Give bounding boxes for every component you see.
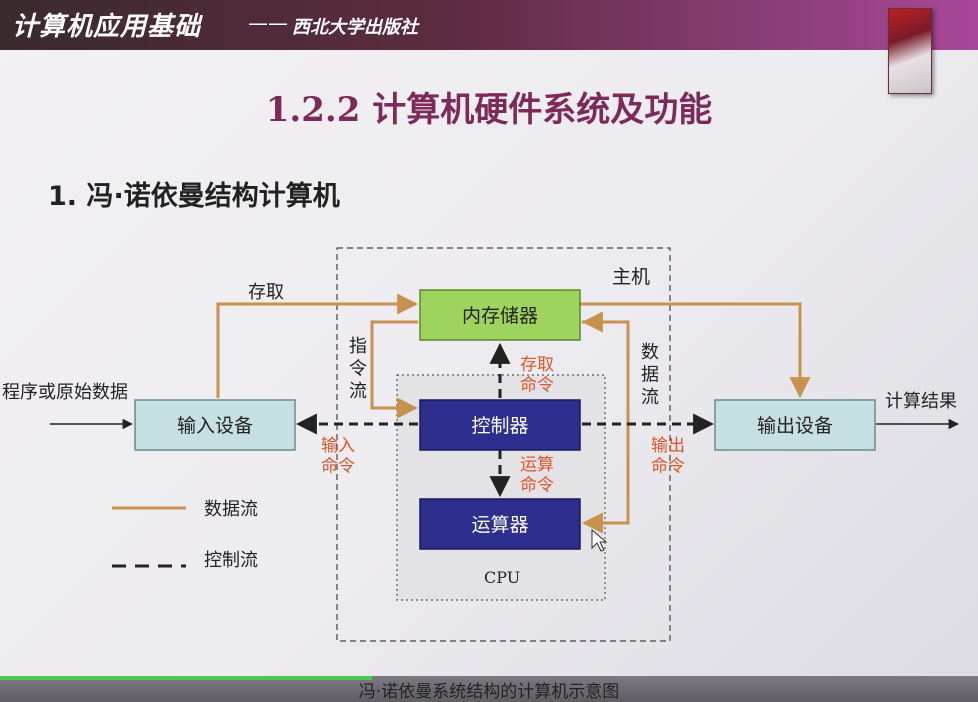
course-title: 计算机应用基础 [12,12,202,42]
memory-box [419,289,581,341]
memory-to-output-line [580,302,811,399]
data-flow-vertical-label: 数据流 [641,342,659,408]
controller-label: 控制器 [471,415,528,437]
access-label: 存取 [248,282,284,303]
video-bottom-bar [0,676,978,702]
instruction-flow-line [370,320,419,419]
instruction-flow-label: 指令流 [349,336,367,402]
input-device-label: 输入设备 [177,415,253,437]
cpu-label: CPU [484,568,520,587]
output-device-label: 输出设备 [757,415,833,437]
legend-control-label: 控制流 [204,550,258,571]
input-command-label: 输入命令 [321,436,355,476]
access-command-label: 存取命令 [520,355,554,395]
host-boundary [336,247,671,642]
slide-title: 1.2.2 计算机硬件系统及功能 [265,90,713,130]
alu-label: 运算器 [471,514,528,536]
host-label: 主机 [612,266,650,288]
book-cover-image [888,8,932,94]
diagram-caption: 冯·诺依曼系统结构的计算机示意图 [358,682,620,702]
legend-data-label: 数据流 [204,499,258,520]
section-title: 1. 冯·诺依曼结构计算机 [48,181,340,212]
alu-box [419,498,581,550]
video-progress[interactable] [0,676,372,680]
cursor-icon [591,528,608,552]
header-dash: —— [248,11,288,35]
output-command-label: 输出命令 [651,436,685,476]
input-text: 程序或原始数据 [2,382,128,403]
slide-header: 计算机应用基础 —— 西北大学出版社 [0,0,978,50]
access-line [216,293,419,398]
compute-command-label: 运算命令 [520,455,554,495]
output-device-box [714,399,876,451]
input-device-box [134,399,296,451]
publisher-name: 西北大学出版社 [292,17,418,38]
controller-box [419,399,581,451]
output-text: 计算结果 [885,391,957,412]
memory-label: 内存储器 [462,305,538,327]
